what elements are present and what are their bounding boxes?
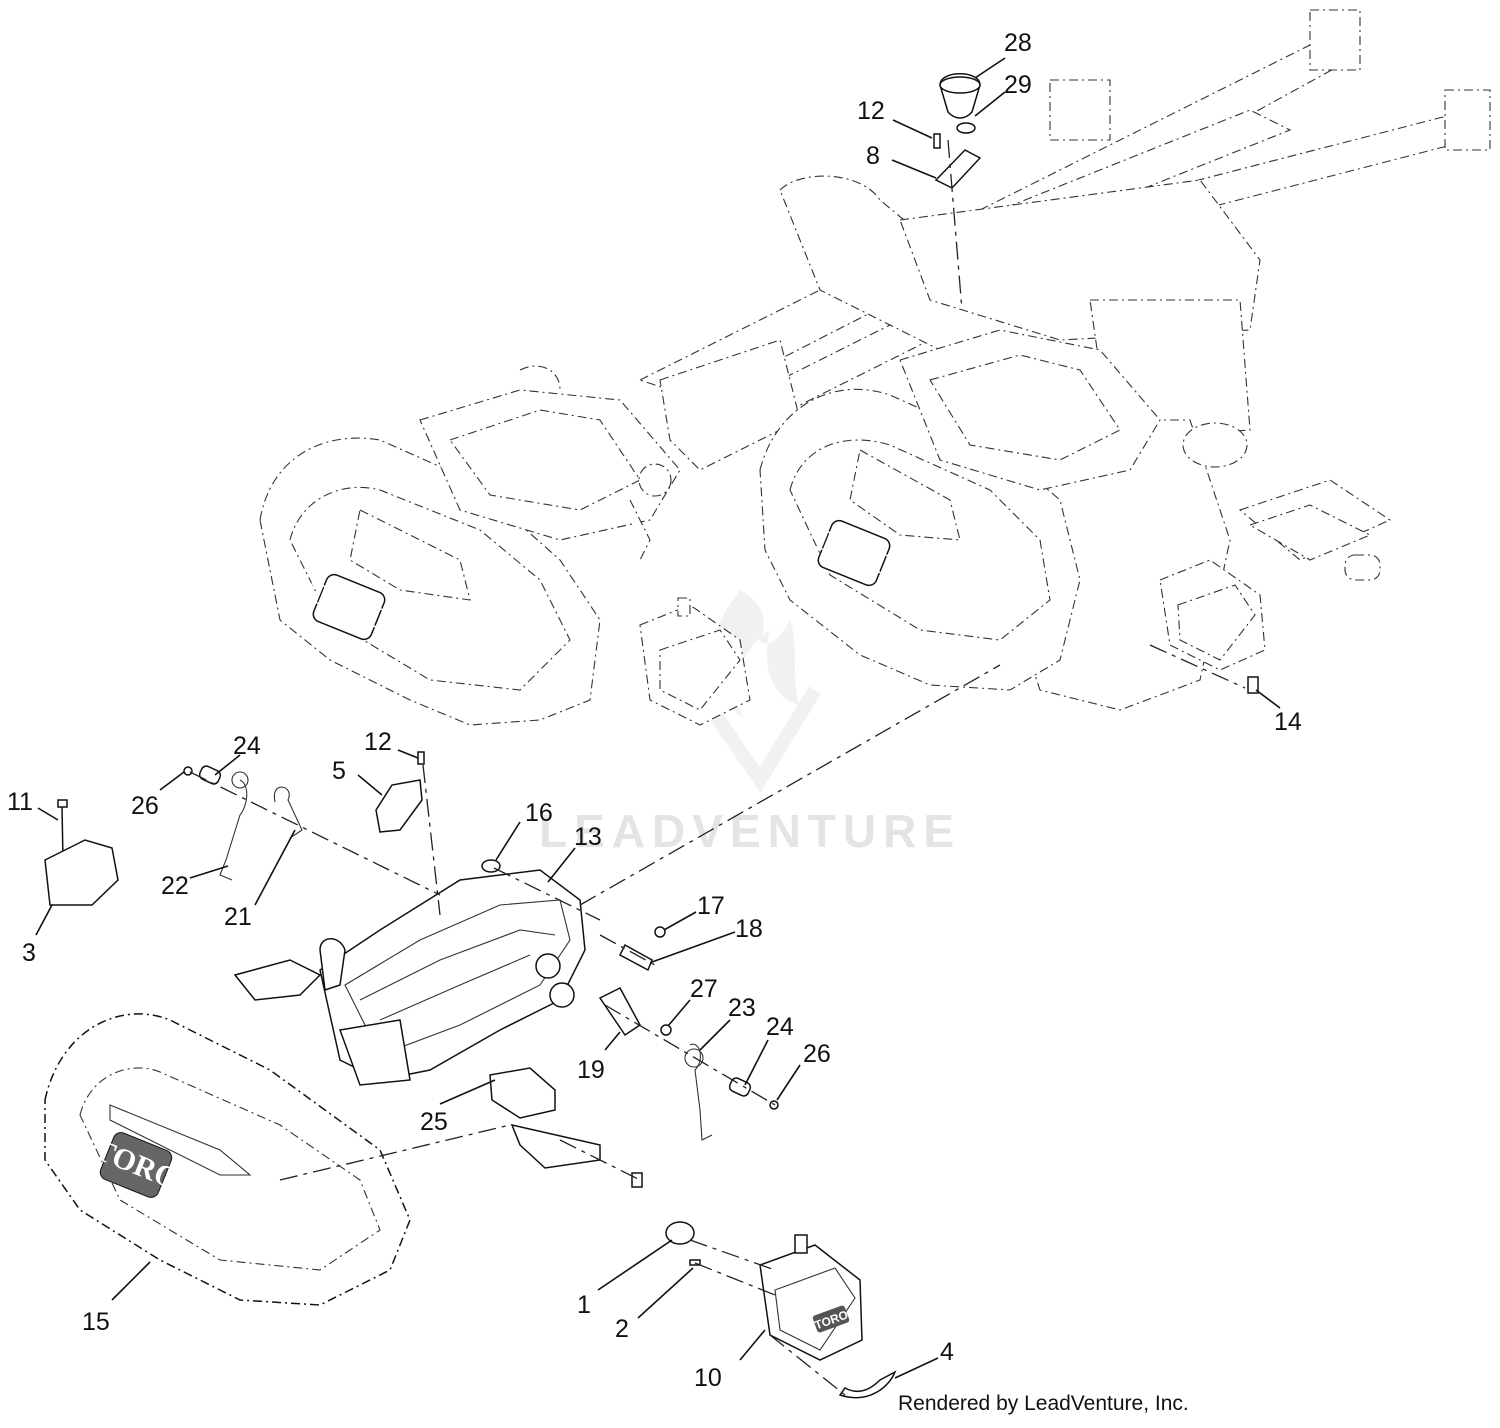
part-22-spring: [219, 779, 248, 881]
callout-12-lower: 12: [364, 728, 392, 756]
part-17-fitting: [654, 926, 666, 938]
callout-4: 4: [940, 1338, 954, 1366]
callout-19: 19: [577, 1056, 605, 1084]
callout-3: 3: [22, 939, 36, 967]
callout-8: 8: [866, 142, 880, 170]
part-24-spacer-upper: [198, 765, 222, 785]
part-14-bolt: [1247, 676, 1259, 694]
part-1-o-ring: [665, 1221, 695, 1245]
part-27-bolt: [660, 1024, 672, 1036]
right-reel-motor: [1159, 559, 1266, 671]
callout-18: 18: [735, 915, 763, 943]
part-10-reel-motor: TORO: [759, 1234, 863, 1361]
callout-13: 13: [574, 823, 602, 851]
callout-2: 2: [615, 1315, 629, 1343]
part-12-screw-top: [933, 133, 941, 149]
callout-25: 25: [420, 1108, 448, 1136]
part-26-nut-upper: [183, 766, 193, 776]
callout-23: 23: [728, 994, 756, 1022]
callout-24-lower: 24: [766, 1013, 794, 1041]
leader-lines: [35, 57, 1281, 1379]
callout-15: 15: [82, 1308, 110, 1336]
callout-1: 1: [577, 1291, 591, 1319]
part-19-arm: [598, 987, 641, 1037]
part-5-cover: [375, 779, 423, 833]
part-29-washer: [956, 122, 976, 134]
callout-29: 29: [1004, 71, 1032, 99]
part-2-key: [689, 1259, 701, 1266]
callout-21: 21: [224, 903, 252, 931]
callout-16: 16: [525, 799, 553, 827]
assembly-lines: [189, 139, 1246, 1396]
callout-28: 28: [1004, 29, 1032, 57]
callout-17: 17: [697, 892, 725, 920]
part-24-spacer-lower: [728, 1077, 752, 1097]
callout-22: 22: [161, 872, 189, 900]
callout-14: 14: [1274, 708, 1302, 736]
part-21-lever: [273, 786, 303, 839]
part-8-bracket: [934, 149, 982, 189]
part-18-pin: [619, 943, 653, 972]
callout-26-lower: 26: [803, 1040, 831, 1068]
left-reel-assembly: TORO: [259, 389, 681, 726]
callout-24-upper: 24: [233, 732, 261, 760]
part-28-knob: [939, 73, 981, 119]
bolt-lower-center: [631, 1172, 643, 1188]
part-25-shaft-motor-mount: [489, 1067, 601, 1169]
frame-assembly: [519, 9, 1491, 711]
callout-5: 5: [332, 757, 346, 785]
part-13-carrier-frame: [233, 869, 586, 1086]
watermark-text: LEADVENTURE: [539, 805, 961, 857]
callout-27: 27: [690, 975, 718, 1003]
part-3-bracket: [44, 839, 119, 906]
callout-12-top: 12: [857, 97, 885, 125]
right-reel-assembly: TORO: [759, 329, 1161, 691]
left-reel-motor: [639, 597, 751, 726]
part-23-spring: [689, 1043, 713, 1141]
part-12-screw-lower: [417, 751, 425, 765]
credit-text: Rendered by LeadVenture, Inc.: [898, 1392, 1189, 1415]
callout-26-upper: 26: [131, 792, 159, 820]
part-4-clamp: [838, 1370, 897, 1399]
part-15-roller-cover: TORO: [44, 1013, 411, 1306]
callout-labels: 28 29 12 8 14 12 24 5 26 11 16 13 22 21 …: [7, 29, 1302, 1392]
callout-10: 10: [694, 1364, 722, 1392]
callout-11: 11: [7, 788, 33, 816]
